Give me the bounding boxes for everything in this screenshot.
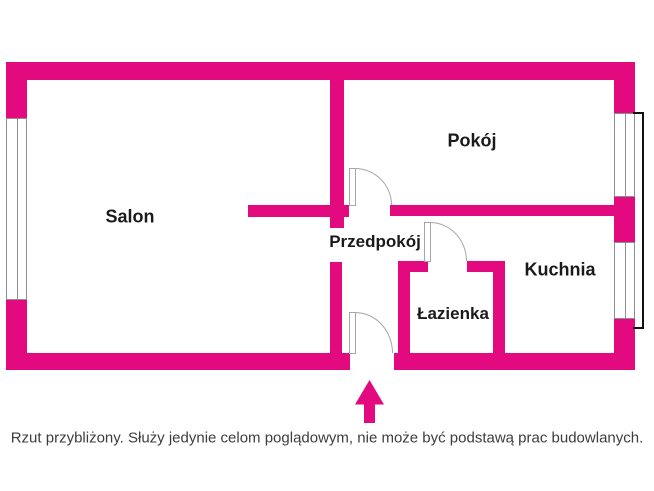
- room-label-lazienka: Łazienka: [417, 304, 489, 323]
- door-leaf-pokoj: [349, 168, 356, 206]
- wall-salon-divider-upper: [330, 80, 344, 228]
- wall-lazienka-top-left: [398, 261, 428, 272]
- door-leaf-lazienka: [424, 222, 431, 262]
- disclaimer-text: Rzut przybliżony. Służy jedynie celom po…: [10, 429, 644, 447]
- room-label-przedpokoj: Przedpokój: [329, 232, 421, 251]
- wall-pokoj-bottom: [390, 205, 614, 216]
- window-right-wall-lower: [614, 242, 635, 319]
- door-arc-pokoj: [355, 168, 392, 205]
- door-leaf-entrance: [349, 312, 356, 354]
- window-right-wall-upper: [614, 113, 635, 197]
- balcony-bracket: [633, 112, 644, 329]
- entrance-arrow-icon: [355, 380, 384, 423]
- door-arc-lazienka: [430, 222, 467, 261]
- door-arc-entrance: [355, 312, 393, 353]
- outer-wall-bottom-right: [394, 353, 635, 370]
- window-left-wall: [6, 118, 27, 300]
- wall-lazienka-top-right: [467, 261, 505, 272]
- room-label-pokoj: Pokój: [447, 130, 497, 151]
- wall-lazienka-right: [493, 261, 505, 353]
- wall-hall-horizontal-left: [248, 205, 349, 217]
- outer-wall-right: [614, 62, 635, 370]
- outer-wall-bottom-left: [6, 353, 350, 370]
- wall-salon-divider-lower: [330, 262, 342, 353]
- room-label-salon: Salon: [105, 206, 155, 227]
- outer-wall-top: [6, 62, 635, 80]
- wall-lazienka-left: [398, 261, 410, 353]
- room-label-kuchnia: Kuchnia: [524, 259, 596, 280]
